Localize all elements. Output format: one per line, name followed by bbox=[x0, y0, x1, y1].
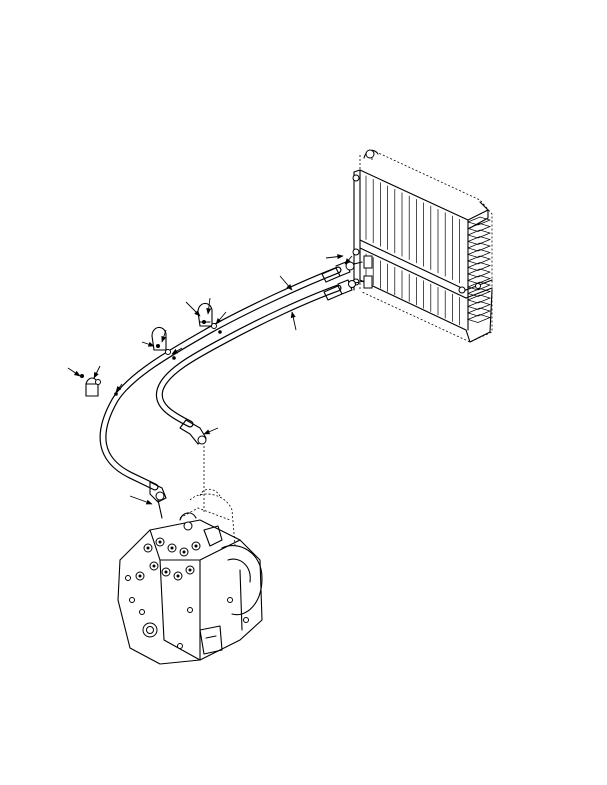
valve-knob-center bbox=[188, 568, 192, 572]
valve-knob-center bbox=[182, 550, 186, 554]
leader-cooler-lower bbox=[344, 255, 353, 265]
valve-knob-center bbox=[194, 544, 198, 548]
valve-knob-center bbox=[164, 570, 168, 574]
cooler-side-fin bbox=[466, 255, 492, 265]
leader-transmission-fitting bbox=[129, 495, 153, 505]
cooler-side-fin bbox=[466, 268, 492, 278]
clamp-right bbox=[197, 302, 222, 334]
leader-clamp-left-b bbox=[93, 365, 101, 379]
cooler-side-fin bbox=[466, 249, 492, 258]
valve-knob-center bbox=[146, 546, 150, 550]
valve-knob-center bbox=[170, 546, 174, 550]
lower-hose bbox=[155, 284, 342, 428]
valve-knob-center bbox=[152, 564, 156, 568]
clamp-middle bbox=[151, 326, 176, 360]
leader-upper-hose bbox=[279, 275, 293, 291]
transmission-fitting bbox=[149, 481, 167, 519]
cooler-side-fin bbox=[466, 294, 492, 304]
leader-clamp-right-c bbox=[215, 311, 227, 325]
leader-cooler-upper bbox=[325, 254, 344, 260]
cooler-side-fin bbox=[466, 314, 492, 323]
clamp-left bbox=[80, 374, 118, 397]
cooler-side-fin bbox=[466, 242, 492, 252]
cooler-side-fin bbox=[466, 301, 492, 310]
callout-leaders bbox=[67, 254, 353, 505]
transmission bbox=[117, 488, 263, 665]
cooler-side-fin bbox=[466, 288, 492, 297]
cooler-side-fin bbox=[466, 307, 492, 317]
cooler-lower-fitting bbox=[323, 279, 365, 301]
cooler-side-fin bbox=[466, 281, 492, 291]
leader-clamp-middle-a bbox=[141, 341, 155, 347]
leader-elbow bbox=[203, 427, 219, 435]
cooler-side-fin bbox=[466, 275, 492, 284]
upper-hose bbox=[99, 266, 342, 491]
leader-clamp-middle-c bbox=[171, 347, 183, 355]
cooler-side-fin bbox=[466, 236, 492, 245]
cooler-side-fin bbox=[466, 216, 492, 226]
leader-clamp-right-b bbox=[206, 297, 212, 315]
elbow-fitting bbox=[179, 419, 207, 512]
leader-clamp-right-a bbox=[185, 301, 201, 317]
cooler-side-fin bbox=[466, 262, 492, 271]
cooler-side-fin bbox=[466, 229, 492, 239]
oil-cooler bbox=[352, 149, 493, 343]
valve-knob-center bbox=[138, 574, 142, 578]
valve-knob-center bbox=[158, 540, 162, 544]
leader-clamp-middle-b bbox=[161, 329, 167, 343]
valve-knob-center bbox=[176, 574, 180, 578]
leader-clamp-left-a bbox=[67, 367, 81, 377]
leader-lower-hose bbox=[290, 311, 297, 331]
leader-clamp-left-c bbox=[115, 383, 123, 393]
